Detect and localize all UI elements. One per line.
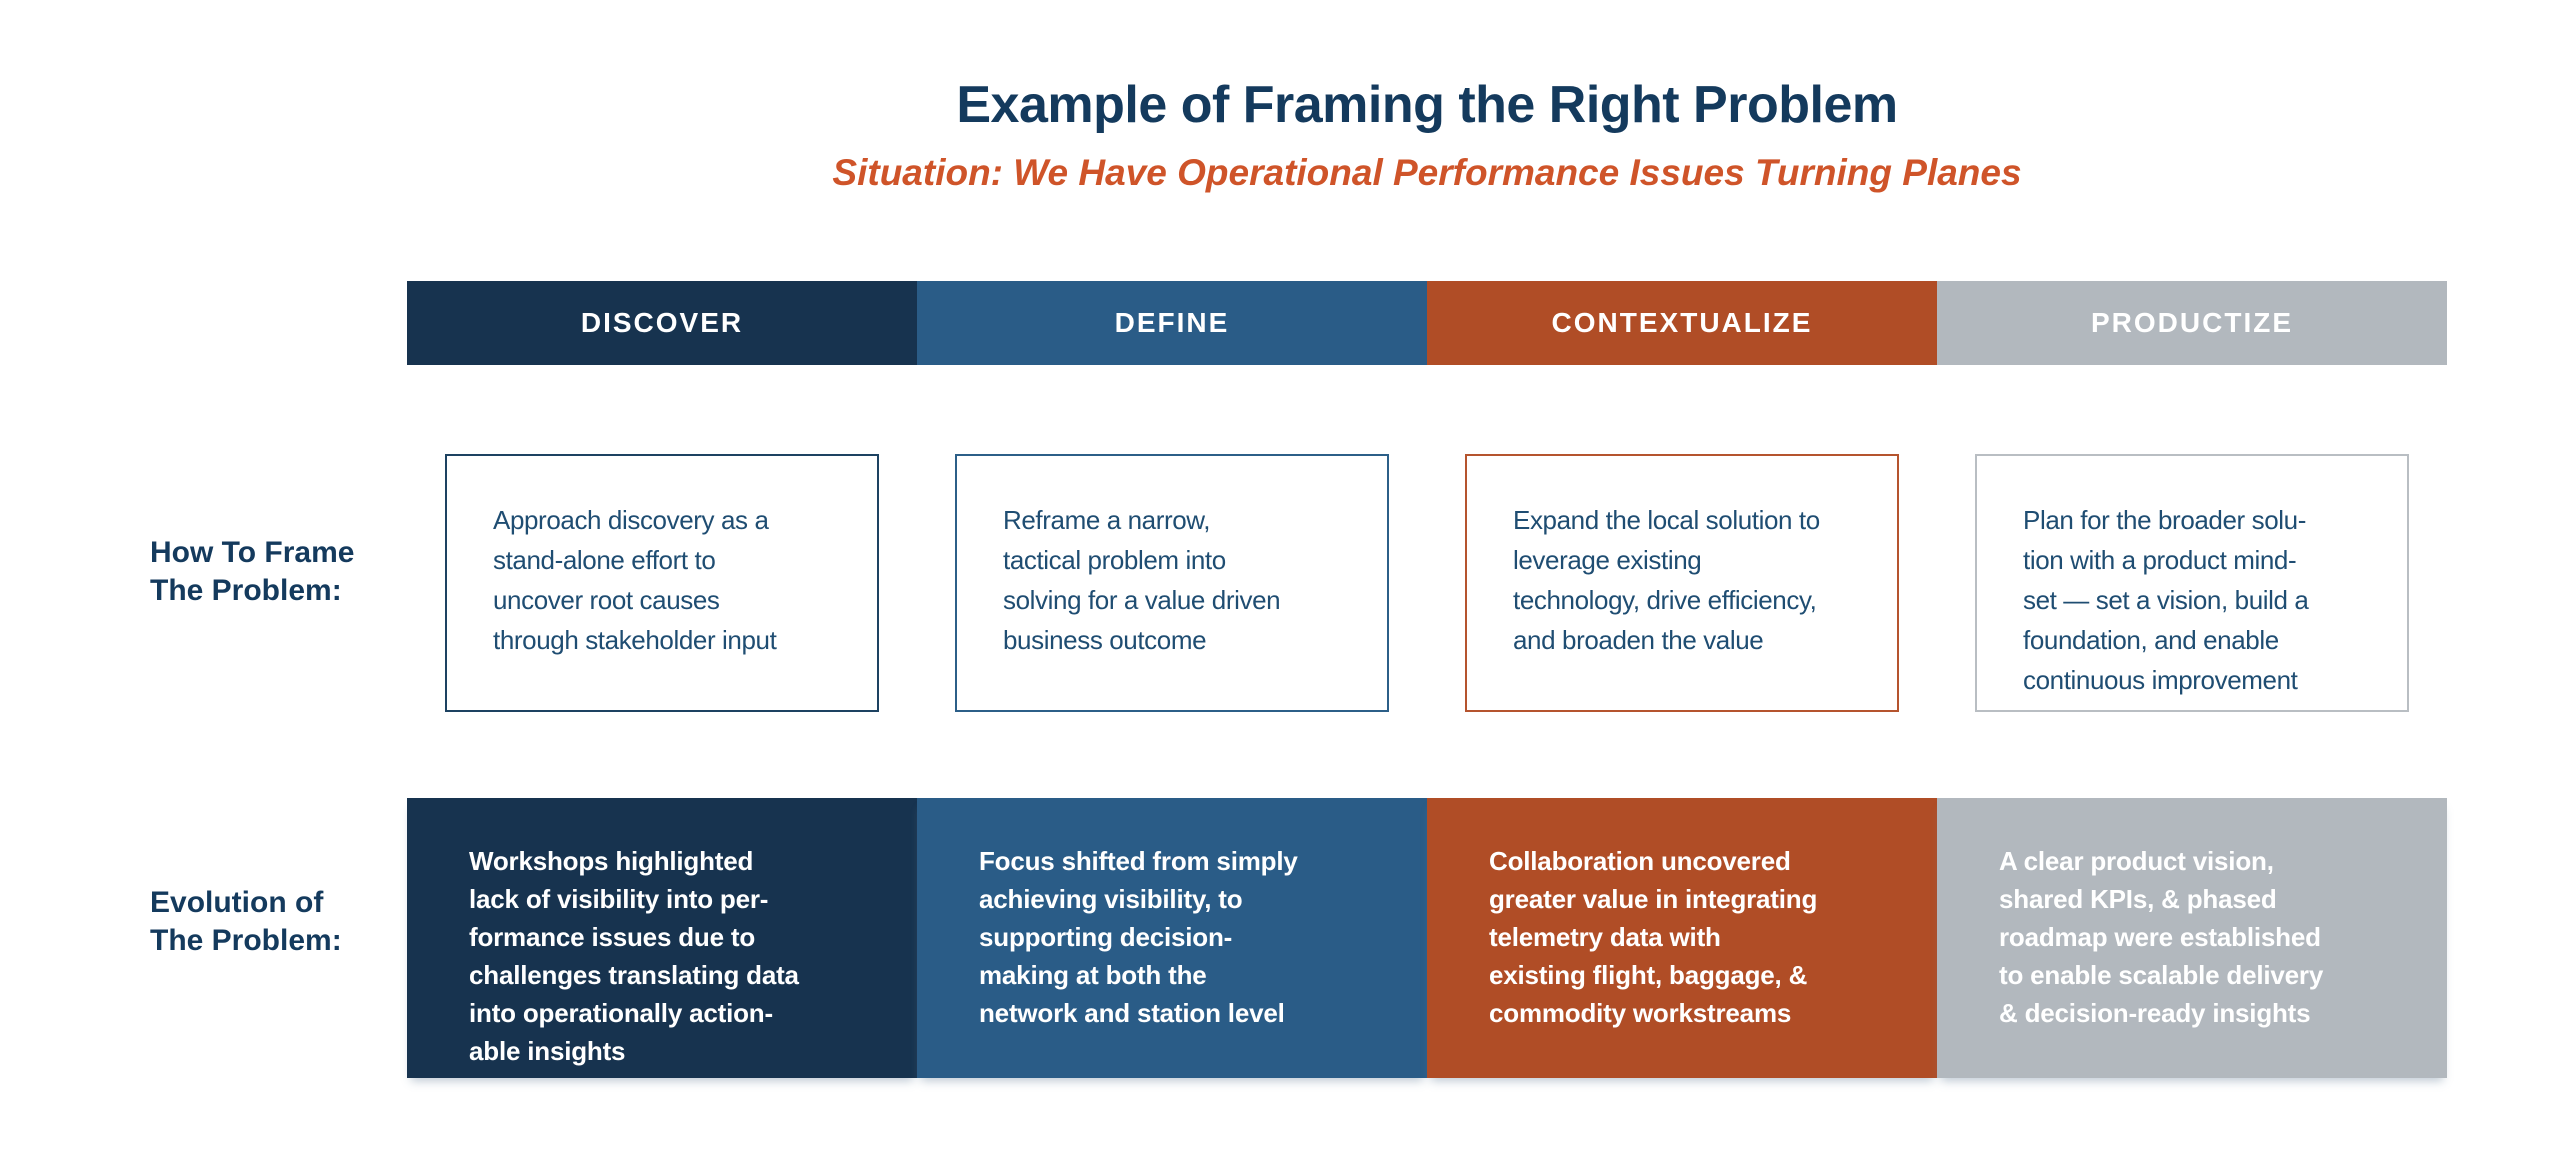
how-to-frame-row: Approach discovery as a stand-alone effo…	[407, 454, 2447, 712]
phase-header-contextualize: CONTEXTUALIZE	[1427, 281, 1937, 365]
phase-header-discover: DISCOVER	[407, 281, 917, 365]
frame-box-discover: Approach discovery as a stand-alone effo…	[445, 454, 879, 712]
page-title: Example of Framing the Right Problem	[956, 76, 1898, 134]
row-label-how-to-frame: How To Frame The Problem:	[150, 536, 355, 607]
frame-box-define: Reframe a narrow, tactical problem into …	[955, 454, 1389, 712]
phase-header-row: DISCOVER DEFINE CONTEXTUALIZE PRODUCTIZE	[407, 281, 2447, 365]
frame-box-contextualize: Expand the local solution to leverage ex…	[1465, 454, 1899, 712]
frame-box-productize: Plan for the broader solu- tion with a p…	[1975, 454, 2409, 712]
evolution-row: Workshops highlighted lack of visibility…	[407, 798, 2447, 1078]
evolution-box-define: Focus shifted from simply achieving visi…	[917, 798, 1427, 1078]
phase-header-productize: PRODUCTIZE	[1937, 281, 2447, 365]
evolution-box-contextualize: Collaboration uncovered greater value in…	[1427, 798, 1937, 1078]
evolution-box-productize: A clear product vision, shared KPIs, & p…	[1937, 798, 2447, 1078]
page-subtitle: Situation: We Have Operational Performan…	[832, 152, 2022, 193]
row-label-evolution: Evolution of The Problem:	[150, 886, 342, 957]
phase-header-define: DEFINE	[917, 281, 1427, 365]
evolution-box-discover: Workshops highlighted lack of visibility…	[407, 798, 917, 1078]
